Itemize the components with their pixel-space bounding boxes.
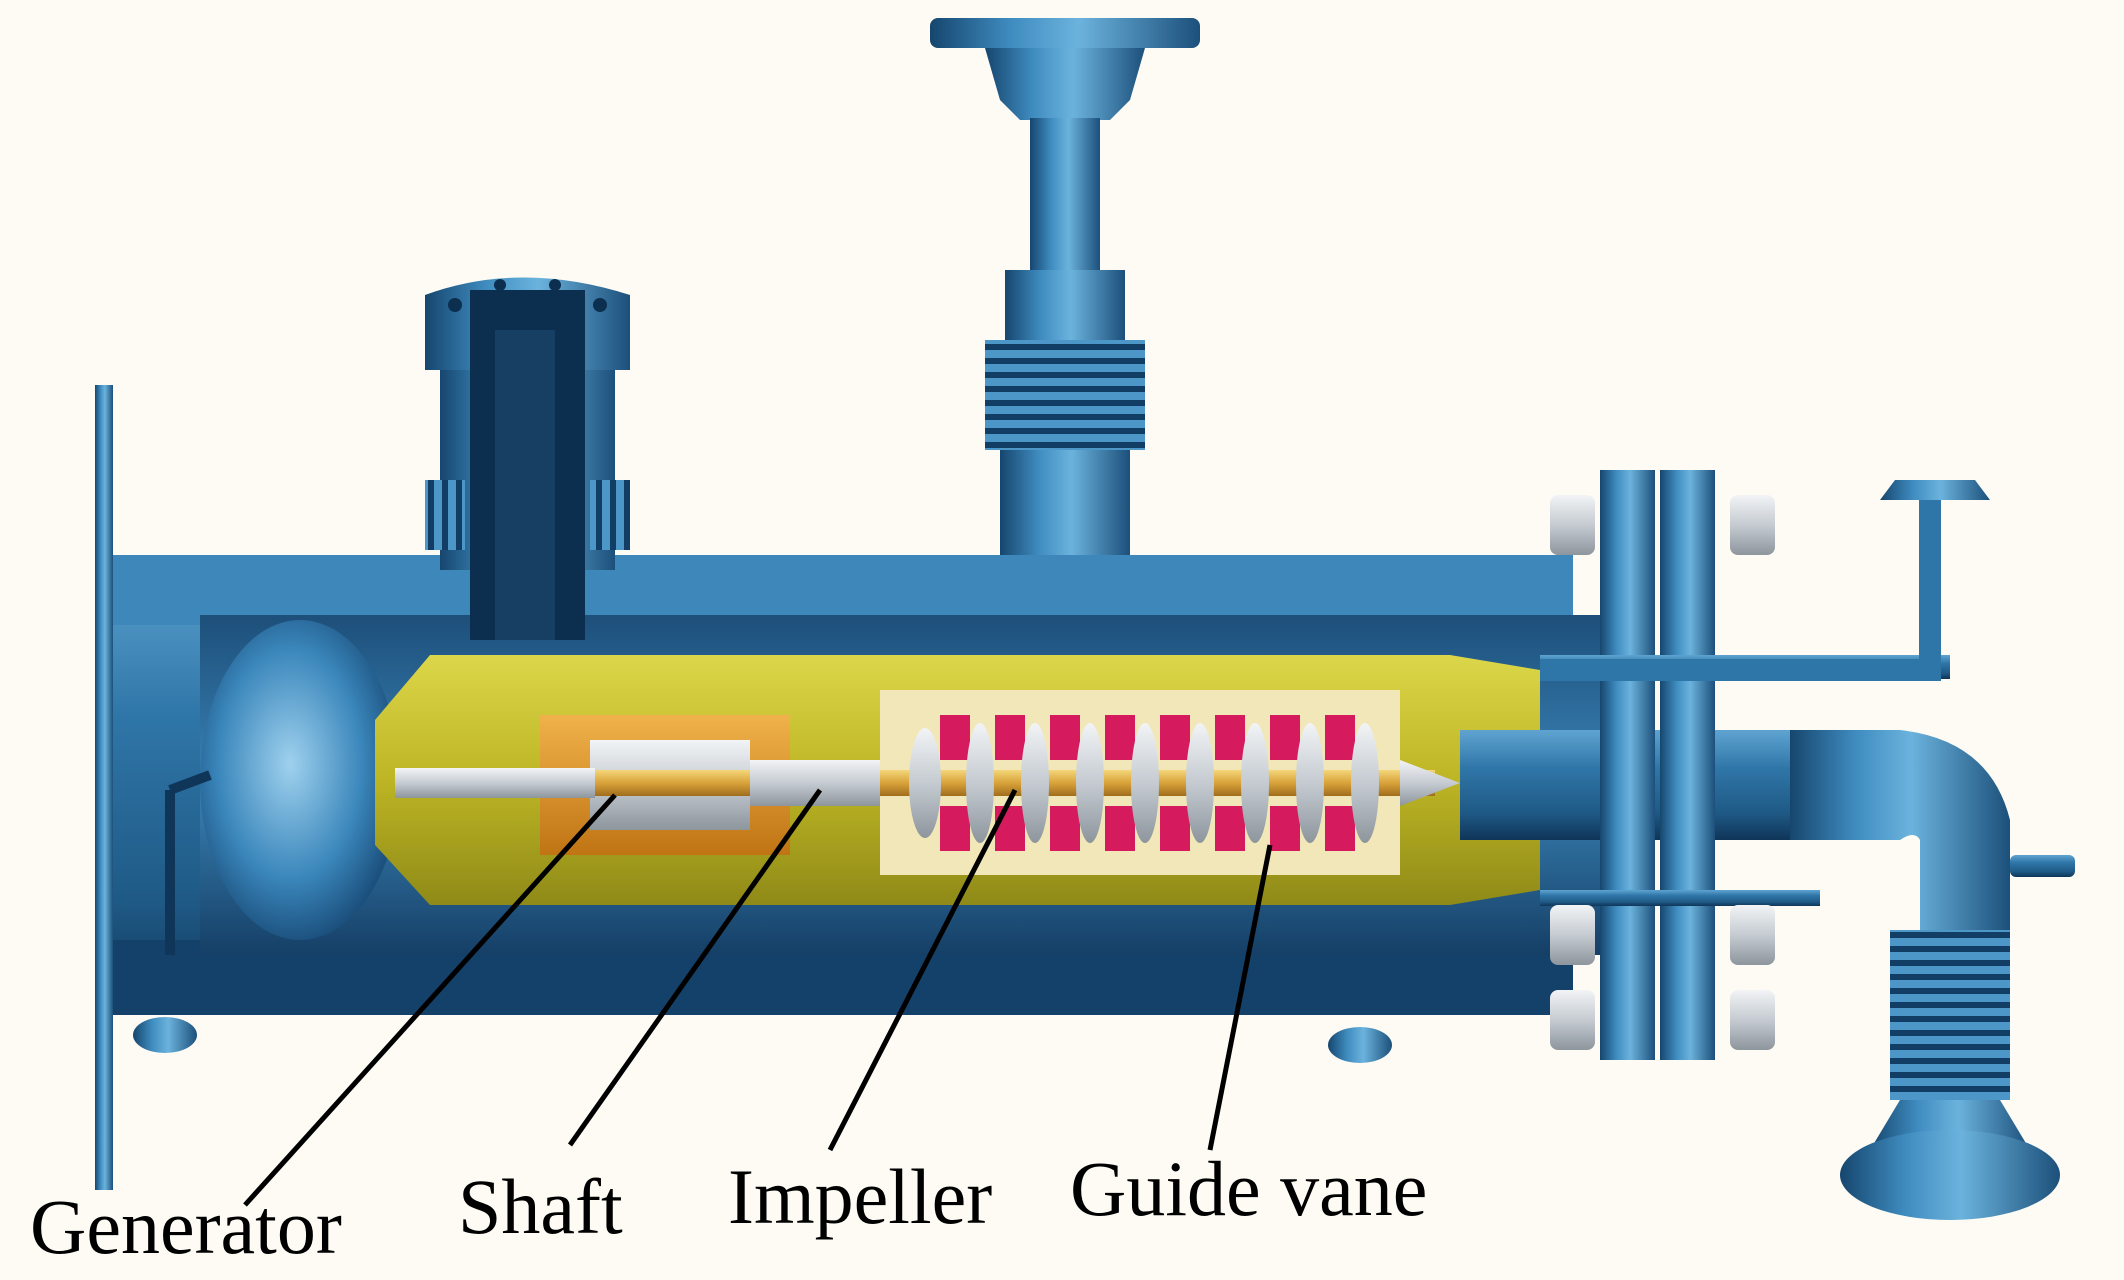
label-guide-vane: Guide vane — [1070, 1145, 1428, 1232]
label-impeller: Impeller — [728, 1153, 993, 1240]
leader-line-guide-vane — [1207, 844, 1273, 1151]
top-nozzle — [930, 18, 1200, 560]
outlet-assembly — [1460, 470, 2075, 1220]
inlet-nozzle — [425, 277, 630, 640]
impeller-stack — [909, 715, 1379, 851]
leader-line-impeller — [827, 788, 1018, 1152]
label-shaft: Shaft — [458, 1163, 623, 1250]
label-generator: Generator — [30, 1183, 342, 1270]
leader-line-shaft — [567, 788, 823, 1147]
support-feet — [133, 1017, 1392, 1063]
leader-line-generator — [243, 793, 617, 1207]
